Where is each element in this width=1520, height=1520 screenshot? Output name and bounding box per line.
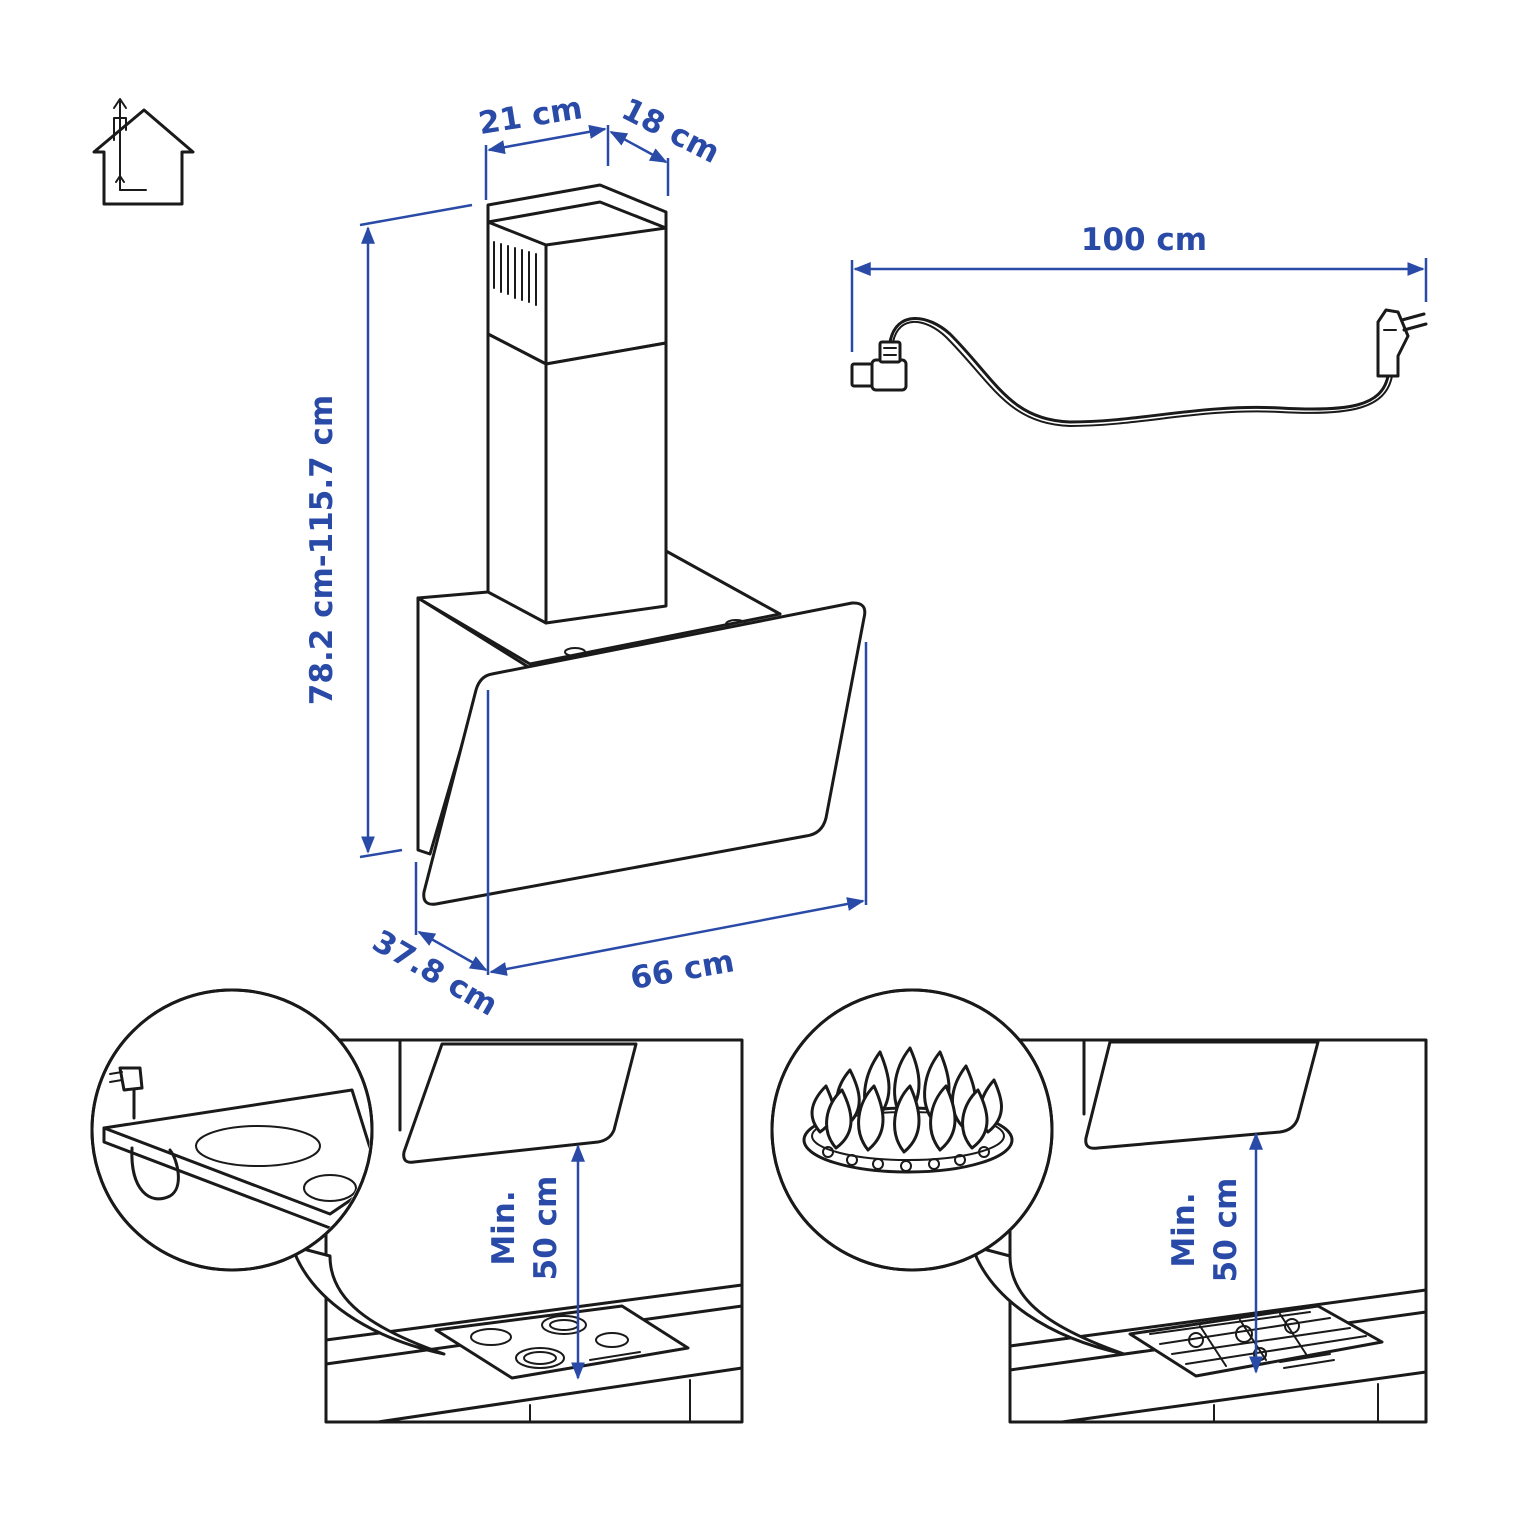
ventilation-grille xyxy=(493,241,537,306)
schuko-plug-icon xyxy=(1376,308,1428,378)
hob-detail-callout xyxy=(90,988,446,1356)
burner-holes xyxy=(822,1146,990,1172)
dimension-lines xyxy=(359,124,868,976)
min-clearance-line1: Min. xyxy=(486,1190,522,1265)
appliance-connector-icon xyxy=(850,340,908,392)
chimney-width-label: 21 cm xyxy=(476,90,585,142)
ceramic-hob xyxy=(434,1304,690,1380)
burner-detail-callout xyxy=(770,988,1126,1356)
chimney-depth-label: 18 cm xyxy=(616,91,726,171)
burner-flame-icons xyxy=(810,1046,1003,1154)
cord-length-label: 100 cm xyxy=(1081,222,1207,258)
min-clearance-line2: 50 cm xyxy=(528,1176,564,1281)
min-clearance-line1: Min. xyxy=(1166,1192,1202,1267)
house-ventilation-icon xyxy=(92,98,195,206)
power-cord: 100 cm xyxy=(850,222,1428,427)
depth-label: 37.8 cm xyxy=(366,923,503,1023)
cooker-hood-drawing xyxy=(416,183,867,906)
min-clearance-line2: 50 cm xyxy=(1208,1178,1244,1283)
width-label: 66 cm xyxy=(628,943,737,997)
gas-hob-panel: Min. 50 cm xyxy=(770,988,1428,1424)
electric-hob-panel: Min. 50 cm xyxy=(90,988,744,1424)
height-label: 78.2 cm-115.7 cm xyxy=(304,395,340,705)
